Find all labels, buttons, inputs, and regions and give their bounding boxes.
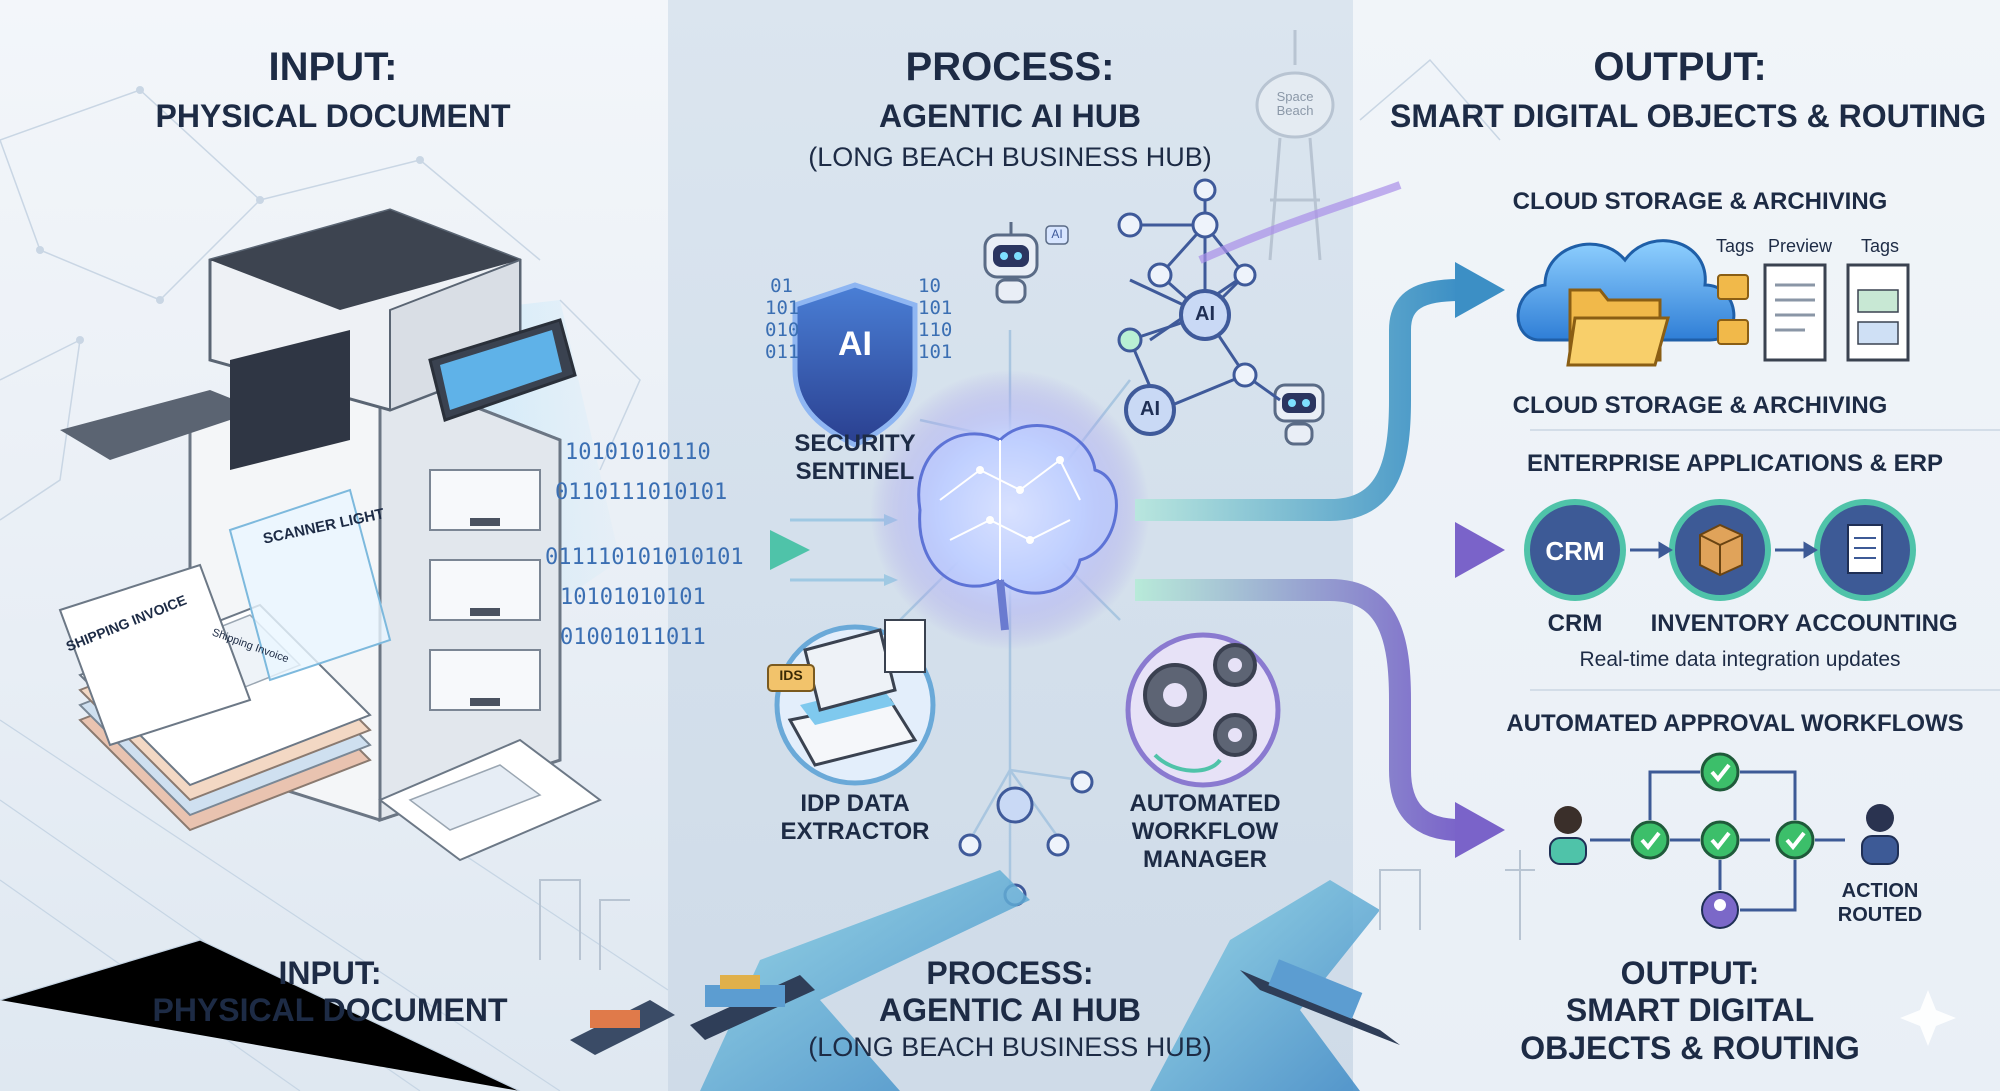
process-note: (LONG BEACH BUSINESS HUB) — [808, 142, 1212, 172]
cloud-tags-label-2: Tags — [1860, 236, 1900, 256]
footer-process-note: (LONG BEACH BUSINESS HUB) — [808, 1032, 1212, 1062]
ai-brain-icon — [870, 370, 1150, 650]
shield-ai-text: AI — [838, 325, 872, 363]
sparkle-icon — [1900, 990, 1956, 1046]
robot-ai-badge: AI — [1051, 227, 1063, 241]
cloud-tags-label-1: Tags — [1715, 236, 1755, 256]
output-arrow-approval — [1135, 579, 1505, 858]
footer-output-title: OUTPUT: — [1620, 955, 1760, 991]
inventory-box-icon — [1669, 499, 1771, 601]
cloud-heading: CLOUD STORAGE & ARCHIVING — [1512, 188, 1888, 215]
erp-item-inventory: INVENTORY — [1650, 610, 1790, 637]
user-avatar-icon — [1549, 806, 1587, 865]
footer-process-subtitle: AGENTIC AI HUB — [879, 992, 1141, 1028]
document-tags-icon — [1846, 263, 1910, 362]
action-routed-avatar-icon — [1861, 804, 1899, 865]
security-label-line-1: SECURITY — [794, 430, 916, 457]
crm-badge: CRM — [1545, 536, 1605, 566]
binary-row-2: 0110111010101 — [555, 480, 728, 505]
input-title: INPUT: — [268, 45, 398, 89]
action-routed-line-2: ROUTED — [1837, 904, 1923, 926]
footer-input-title: INPUT: — [278, 955, 382, 991]
footer-output-line-2: OBJECTS & ROUTING — [1520, 1030, 1860, 1066]
printer-touchscreen — [428, 318, 577, 422]
workflow-label-line-2: WORKFLOW — [1131, 818, 1279, 845]
robot-icon-secondary — [1273, 383, 1325, 446]
erp-item-accounting: ACCOUNTING — [1795, 610, 1958, 637]
ai-node-label-1: AI — [1195, 303, 1215, 325]
binary-row-1: 10101010110 — [565, 440, 711, 465]
tag-folder-icons — [1717, 274, 1749, 345]
input-subtitle: PHYSICAL DOCUMENT — [155, 98, 511, 134]
binary-row-4: 10101010101 — [560, 585, 706, 610]
reviewer-avatar-icon — [1701, 891, 1739, 929]
ai-node-label-2: AI — [1140, 398, 1160, 420]
check-marks — [1640, 763, 1806, 851]
footer-output-line-1: SMART DIGITAL — [1565, 992, 1815, 1028]
output-title: OUTPUT: — [1593, 45, 1767, 89]
scanned-document-sheet — [228, 488, 392, 682]
process-title: PROCESS: — [905, 45, 1115, 89]
security-label-line-2: SENTINEL — [795, 458, 915, 485]
footer-input-subtitle: PHYSICAL DOCUMENT — [152, 992, 508, 1028]
city-skyline — [539, 850, 1535, 970]
robot-icon — [983, 222, 1069, 304]
background-network-nodes — [36, 86, 424, 344]
workflow-label-line-1: AUTOMATED — [1129, 790, 1281, 817]
ai-network-hub-nodes — [1124, 289, 1231, 436]
process-subtitle: AGENTIC AI HUB — [879, 98, 1141, 134]
gears-icon — [1125, 632, 1281, 788]
ids-tag: IDS — [779, 667, 803, 683]
folder-icon — [1566, 288, 1670, 367]
approval-flow-lines — [1590, 770, 1845, 912]
binary-row-3: 011110101010101 — [545, 545, 744, 570]
accounting-document-icon — [1814, 499, 1916, 601]
erp-heading: ENTERPRISE APPLICATIONS & ERP — [1526, 450, 1944, 477]
output-arrow-cloud — [1135, 262, 1505, 521]
cloud-preview-label: Preview — [1767, 236, 1833, 256]
idp-scanner-icon — [767, 619, 936, 786]
check-circle-icons — [1630, 752, 1815, 860]
cargo-ship-icon — [570, 975, 815, 1055]
action-routed-line-1: ACTION — [1841, 880, 1919, 902]
output-section-dividers — [1530, 429, 2000, 691]
light-swoosh — [1198, 181, 1402, 264]
output-arrow-erp — [1135, 522, 1505, 578]
background-network — [0, 58, 1501, 521]
output-subtitle: SMART DIGITAL OBJECTS & ROUTING — [1390, 98, 1987, 134]
security-shield-icon — [792, 282, 918, 448]
document-preview-icon — [1763, 263, 1827, 362]
workflow-label-line-3: MANAGER — [1143, 846, 1267, 873]
erp-item-crm: CRM — [1547, 610, 1603, 637]
landmark-tower-icon — [1255, 30, 1335, 261]
idp-label-line-1: IDP DATA — [800, 790, 910, 817]
cargo-ship-icon-right — [1240, 959, 1400, 1045]
loose-documents — [378, 738, 602, 862]
landmark-label: Space Beach — [1276, 89, 1314, 118]
crm-circle-icon — [1524, 499, 1626, 601]
binary-row-5: 01001011011 — [560, 625, 706, 650]
idp-label-line-2: EXTRACTOR — [780, 818, 930, 845]
erp-flow-arrows — [1630, 541, 1818, 559]
erp-note: Real-time data integration updates — [1579, 648, 1901, 671]
cloud-footer: CLOUD STORAGE & ARCHIVING — [1512, 392, 1888, 419]
approval-heading: AUTOMATED APPROVAL WORKFLOWS — [1506, 710, 1964, 737]
footer-process-title: PROCESS: — [926, 955, 1094, 991]
